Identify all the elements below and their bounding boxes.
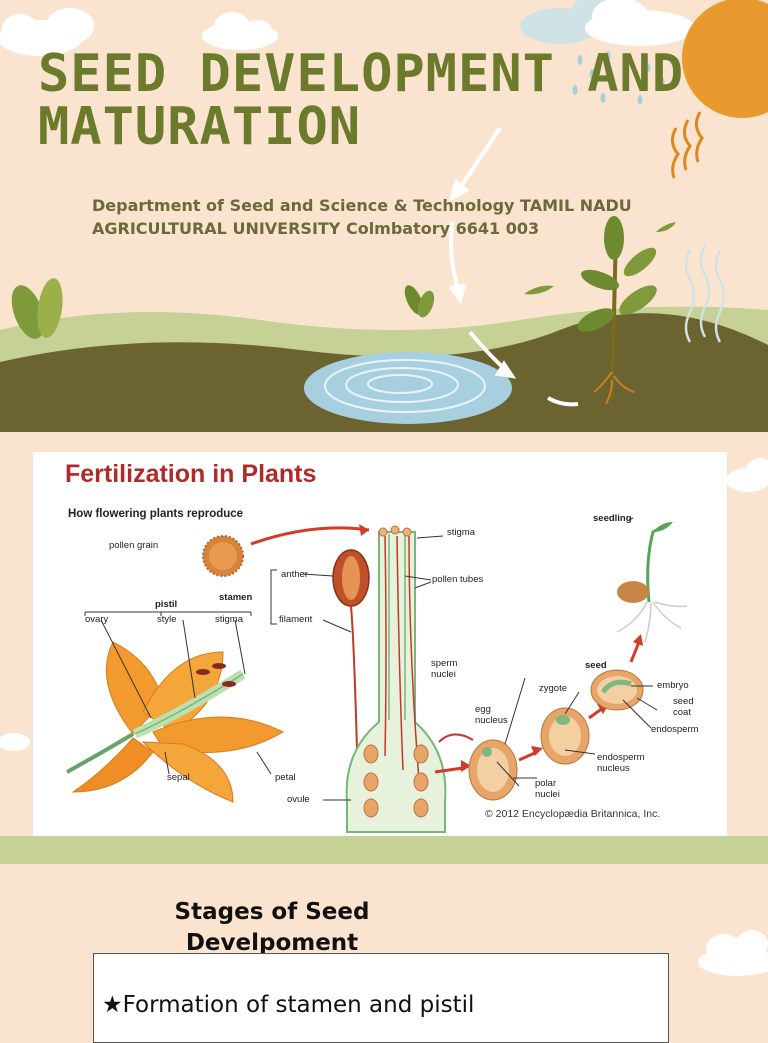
leaf-plant-icon — [11, 278, 63, 339]
cloud-icon — [698, 930, 768, 976]
figure-subtitle: How flowering plants reproduce — [68, 508, 244, 520]
cloud-icon — [726, 458, 768, 492]
stages-list-box: ★Formation of stamen and pistil — [93, 953, 669, 1043]
seedling-icon — [616, 522, 688, 643]
pistil-cross-section-icon — [345, 525, 447, 833]
small-plant-icon — [404, 285, 435, 318]
label-embryo: embryo — [657, 680, 689, 691]
label-seed: seed — [585, 660, 607, 671]
steam-icon — [684, 244, 726, 343]
anther-icon — [332, 549, 370, 833]
label-anther: anther — [281, 569, 308, 580]
arrow-icon — [629, 641, 641, 663]
tall-plant-icon — [577, 216, 657, 405]
label-ovary: ovary — [85, 614, 109, 625]
stages-heading: Stages of Seed Develpoment — [174, 899, 370, 956]
seed-icon — [590, 669, 644, 711]
label-seed-coat: seed coat — [673, 696, 694, 718]
slide-title: SEED DEVELOPMENT AND MATURATION — [38, 44, 685, 157]
fertilization-figure: Fertilization in Plants How flowering pl… — [33, 452, 727, 836]
label-stigma: stigma — [215, 614, 243, 625]
cloud-icon — [0, 8, 94, 56]
label-pistil: pistil — [155, 599, 178, 610]
background-decoration — [0, 458, 768, 976]
label-ovule: ovule — [287, 794, 310, 805]
label-polar-nuclei: polar nuclei — [535, 778, 560, 800]
label-sperm-nuclei: sperm nuclei — [431, 658, 458, 680]
label-petal: petal — [275, 772, 296, 783]
label-pollen-tubes: pollen tubes — [432, 574, 484, 585]
label-sepal: sepal — [167, 772, 190, 783]
lily-flower-icon — [66, 641, 285, 803]
list-item: ★Formation of stamen and pistil — [102, 992, 475, 1018]
ovule-icon — [438, 733, 518, 801]
rain-cloud-icon — [520, 0, 695, 105]
label-egg-nucleus: egg nucleus — [475, 704, 508, 726]
leaf-icon — [656, 222, 676, 232]
zygote-icon — [540, 707, 590, 765]
water-cycle-arrows — [448, 126, 579, 407]
label-zygote: zygote — [539, 683, 567, 694]
figure-title: Fertilization in Plants — [65, 460, 317, 488]
pond-icon — [304, 352, 512, 424]
landscape-illustration — [0, 0, 768, 432]
slide-subtitle: Department of Seed and Science & Technol… — [92, 196, 632, 238]
pollen-grain-icon — [202, 535, 244, 577]
arrow-icon — [250, 526, 370, 546]
label-filament: filament — [279, 614, 313, 625]
fertilization-diagram — [66, 517, 688, 833]
sun-rays-icon — [671, 111, 704, 179]
label-endosperm: endosperm — [651, 724, 699, 735]
label-endosperm-nucleus: endosperm nucleus — [597, 752, 645, 774]
slide-header-illustration: SEED DEVELOPMENT AND MATURATION Departme… — [0, 0, 768, 432]
leaf-icon — [524, 285, 554, 295]
cloud-icon — [0, 733, 30, 751]
copyright-credit: © 2012 Encyclopædia Britannica, Inc. — [485, 808, 661, 820]
label-stamen: stamen — [219, 592, 253, 603]
green-band — [0, 836, 768, 864]
label-pollen-grain: pollen grain — [109, 540, 159, 551]
label-seedling: seedling — [593, 513, 632, 524]
label-style: style — [157, 614, 177, 625]
arrow-icon — [434, 766, 464, 774]
sun-icon — [682, 0, 768, 118]
cloud-icon — [202, 12, 278, 50]
label-stigma-top: stigma — [447, 527, 475, 538]
